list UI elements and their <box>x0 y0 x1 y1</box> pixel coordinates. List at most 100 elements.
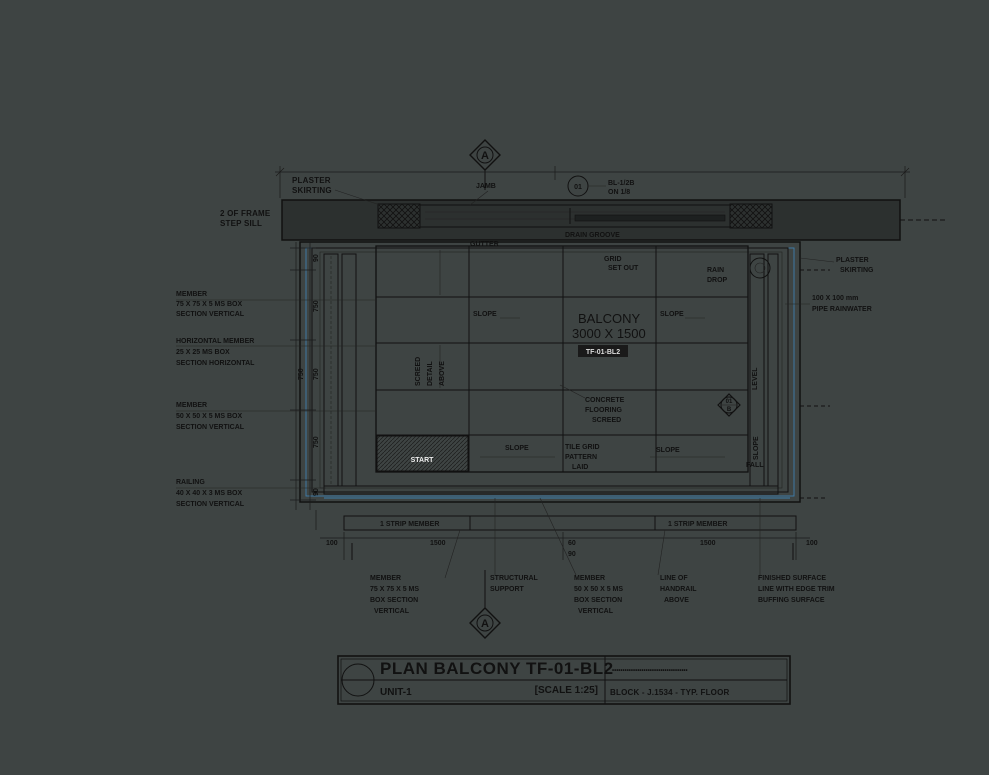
bottom-note-1-c: BOX SECTION <box>370 597 418 604</box>
slope-right: SLOPE <box>660 311 684 318</box>
frame-note-2: STEP SILL <box>220 219 262 228</box>
bottom-note-3-b: 50 X 50 X 5 MS <box>574 586 623 593</box>
frame-note-1: 2 OF FRAME <box>220 209 271 218</box>
plaster-note-1: PLASTER <box>292 176 331 185</box>
title-block: PLAN BALCONY TF-01-BL2 UNIT-1 [SCALE 1:2… <box>337 655 791 705</box>
bottom-note-4-c: ABOVE <box>664 597 689 604</box>
left-note-4-a: RAILING <box>176 479 205 486</box>
plaster-note-2: SKIRTING <box>292 186 332 195</box>
bottom-note-4-b: HANDRAIL <box>660 586 697 593</box>
plan-labels: BALCONY 3000 X 1500 TF-01-BL2 SLOPE SLOP… <box>411 256 759 471</box>
vertical-level-note: LEVEL <box>752 367 759 390</box>
bottom-notes: MEMBER 75 X 75 X 5 MS BOX SECTION VERTIC… <box>370 497 835 615</box>
top-labels: PLASTER SKIRTING 2 OF FRAME STEP SILL JA… <box>220 175 634 248</box>
bottom-note-3-c: BOX SECTION <box>574 597 622 604</box>
bottom-note-2-b: SUPPORT <box>490 586 525 593</box>
bottom-note-1-a: MEMBER <box>370 575 401 582</box>
section-marker-top: A <box>469 139 501 190</box>
dim-left-1: 90 <box>313 254 320 262</box>
bar-right-label: 1 STRIP MEMBER <box>668 521 727 528</box>
bottom-note-2-a: STRUCTURAL <box>490 575 539 582</box>
grid-note-1: GRID <box>604 256 622 263</box>
left-note-3-a: MEMBER <box>176 402 207 409</box>
left-note-4-c: SECTION VERTICAL <box>176 501 245 508</box>
ref-marker-num: 01 <box>726 399 733 405</box>
bar-left-label: 1 STRIP MEMBER <box>380 521 439 528</box>
jamb-label: JAMB <box>476 183 496 190</box>
tile-grid <box>375 245 749 473</box>
downspout-2: DROP <box>707 277 728 284</box>
slope-bottom-right: SLOPE <box>656 447 680 454</box>
concrete-note-3: SCREED <box>592 417 621 424</box>
balcony-title: BALCONY <box>578 311 640 326</box>
left-note-1-a: MEMBER <box>176 291 207 298</box>
left-note-1-c: SECTION VERTICAL <box>176 311 245 318</box>
left-note-2-c: SECTION HORIZONTAL <box>176 360 255 367</box>
left-notes: MEMBER 75 X 75 X 5 MS BOX SECTION VERTIC… <box>176 291 376 508</box>
left-note-2-a: HORIZONTAL MEMBER <box>176 338 254 345</box>
plan-outline <box>299 241 830 503</box>
title-dotted-line: •••••••••••••••••••••••••••••••••••• <box>612 668 688 674</box>
detail-bubble-code: 01 <box>574 184 582 191</box>
balcony-tag: TF-01-BL2 <box>586 349 620 356</box>
bottom-note-5-c: BUFFING SURFACE <box>758 597 825 604</box>
dim-left-4: 750 <box>313 436 320 448</box>
screed-note-2: DETAIL <box>427 361 434 386</box>
tag-box <box>578 345 628 357</box>
right-pipe-2: PIPE RAINWATER <box>812 306 872 313</box>
left-note-3-c: SECTION VERTICAL <box>176 424 245 431</box>
right-plaster-1: PLASTER <box>836 257 869 264</box>
section-letter-top: A <box>481 150 489 162</box>
bubble-note-2: ON 1/8 <box>608 189 630 196</box>
bottom-note-5-a: FINISHED SURFACE <box>758 575 826 582</box>
rain-outlet <box>749 257 771 279</box>
dim-left-2: 750 <box>313 300 320 312</box>
bottom-note-1-b: 75 X 75 X 5 MS <box>370 586 419 593</box>
drawing-scale: [SCALE 1:25] <box>535 685 598 696</box>
dim-side-small-left: 100 <box>326 540 338 547</box>
left-dimensions: 90 750 750 750 750 90 <box>290 242 320 510</box>
concrete-note-2: FLOORING <box>585 407 622 414</box>
bottom-note-5-b: LINE WITH EDGE TRIM <box>758 586 835 593</box>
dim-bottom-mid-2: 90 <box>568 551 576 558</box>
concrete-note-1: CONCRETE <box>585 397 625 404</box>
tile-note-2: PATTERN <box>565 454 597 461</box>
ref-marker-sheet: B <box>727 407 732 413</box>
balcony-size: 3000 X 1500 <box>572 326 646 341</box>
drawing-block: BLOCK - J.1534 - TYP. FLOOR <box>610 688 730 697</box>
dim-left-5: 750 <box>298 368 305 380</box>
drawing-unit: UNIT-1 <box>380 687 412 698</box>
dim-bottom-left: 1500 <box>430 540 446 547</box>
right-plaster-2: SKIRTING <box>840 267 874 274</box>
dim-bottom-right: 1500 <box>700 540 716 547</box>
dim-bottom-mid-1: 60 <box>568 540 576 547</box>
drawing-title: PLAN BALCONY TF-01-BL2 <box>380 659 614 678</box>
slope-label-right: SLOPE <box>753 436 760 460</box>
bottom-note-3-d: VERTICAL <box>578 608 614 615</box>
tile-note-3: LAID <box>572 464 588 471</box>
dim-left-3: 750 <box>313 368 320 380</box>
slope-left: SLOPE <box>473 311 497 318</box>
slope-bottom-left: SLOPE <box>505 445 529 452</box>
downspout-1: RAIN <box>707 267 724 274</box>
bottom-note-1-d: VERTICAL <box>374 608 410 615</box>
screed-note-1: SCREED <box>415 357 422 386</box>
top-wall <box>281 199 945 241</box>
tile-note-1: TILE GRID <box>565 444 600 451</box>
left-note-4-b: 40 X 40 X 3 MS BOX <box>176 490 242 497</box>
left-note-3-b: 50 X 50 X 5 MS BOX <box>176 413 242 420</box>
section-marker-bottom: A <box>469 570 501 639</box>
left-note-1-b: 75 X 75 X 5 MS BOX <box>176 301 242 308</box>
fall-label: FALL <box>746 462 764 469</box>
bottom-note-3-a: MEMBER <box>574 575 605 582</box>
gutter-label: DRAIN GROOVE <box>565 232 620 239</box>
bottom-note-4-a: LINE OF <box>660 575 688 582</box>
grid-note-2: SET OUT <box>608 265 639 272</box>
drain-groove-label: GUTTER <box>470 241 499 248</box>
start-label: START <box>411 457 435 464</box>
top-dimension <box>275 166 910 198</box>
dim-side-small-right: 100 <box>806 540 818 547</box>
screed-note-3: ABOVE <box>439 361 446 386</box>
section-letter-bottom: A <box>481 618 489 630</box>
